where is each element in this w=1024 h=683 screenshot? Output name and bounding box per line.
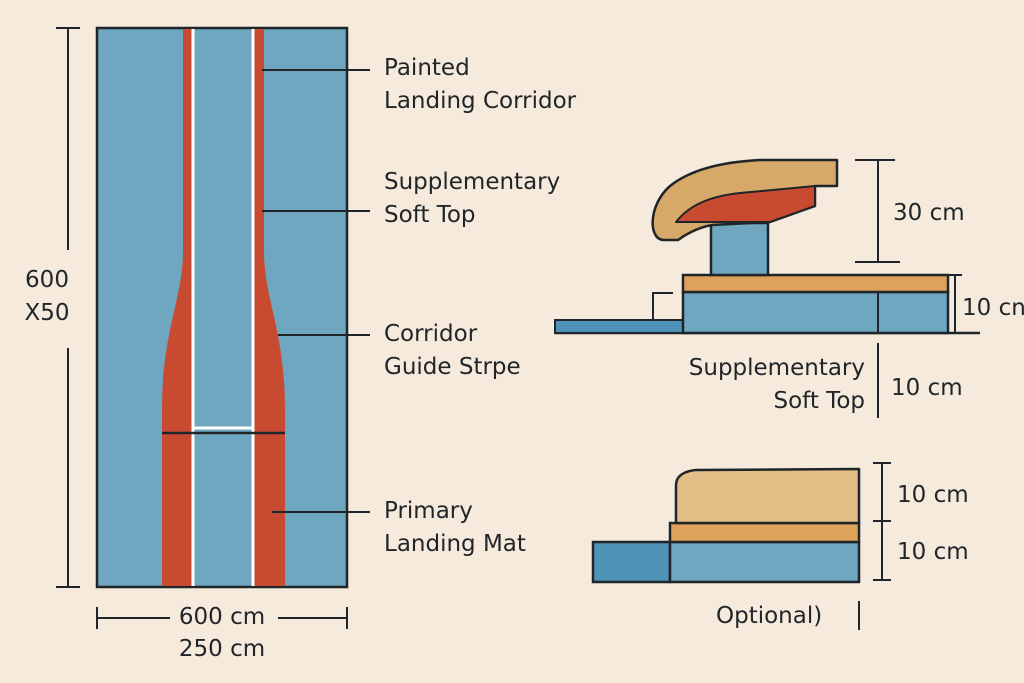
- callout-primary-landing-mat: Primary Landing Mat: [384, 495, 526, 561]
- callout-guide-stripe-line1: Corridor: [384, 321, 478, 347]
- optional-extension-mat: [591, 540, 672, 584]
- callout-corridor-guide-stripe: Corridor Guide Strpe: [384, 318, 521, 384]
- tan-layer: [681, 273, 950, 294]
- side-bottom-dim-upper: 10 cm: [897, 482, 969, 508]
- side-top-dim-lower: 10 cm: [891, 375, 963, 401]
- plan-height-secondary: X50: [24, 300, 70, 326]
- side-top-dim-middle: 10 cn: [962, 295, 1024, 321]
- corridor-guide-stripe-right: [253, 29, 285, 586]
- bottom-tan-layer: [668, 521, 861, 544]
- side-top-soft-top-label: Supplementary Soft Top: [640, 352, 865, 418]
- bottom-soft-top-pad: [674, 467, 861, 525]
- callout-painted-corridor: Painted Landing Corridor: [384, 52, 576, 118]
- side-top-dim-upper: 30 cm: [893, 200, 965, 226]
- height-dimension-line: [56, 27, 80, 588]
- pedestal: [709, 221, 770, 277]
- callout-painted-corridor-line2: Landing Corridor: [384, 88, 577, 114]
- callout-painted-corridor-line1: Painted: [384, 55, 470, 81]
- callout-primary-mat-line1: Primary: [384, 498, 473, 524]
- plan-height-label: 600 X50: [20, 264, 74, 330]
- callout-soft-top-line2: Soft Top: [384, 202, 476, 228]
- side-view-top: [554, 158, 980, 418]
- side-top-label-line2: Soft Top: [773, 388, 865, 414]
- step-bracket: [652, 292, 673, 320]
- width-dimension-line: [96, 607, 348, 629]
- soft-top-red-core: [675, 185, 816, 223]
- side-bottom-dimension-lines: [858, 462, 891, 630]
- side-top-dimension-lines: [855, 159, 962, 418]
- callout-guide-stripe-line2: Guide Strpe: [384, 354, 521, 380]
- side-view-bottom: [591, 462, 891, 630]
- floor-mat-thin: [554, 319, 684, 334]
- callout-supplementary-soft-top: Supplementary Soft Top: [384, 166, 560, 232]
- bottom-base-mat: [668, 540, 861, 584]
- plan-height-value: 600: [25, 267, 69, 293]
- callout-soft-top-line1: Supplementary: [384, 169, 561, 195]
- plan-view: [56, 26, 370, 629]
- plan-width-label-secondary: 250 cm: [178, 636, 266, 662]
- plan-width-label: 600 cm: [178, 604, 266, 630]
- callout-primary-mat-line2: Landing Mat: [384, 531, 526, 557]
- side-bottom-caption: Optional): [716, 603, 823, 629]
- side-top-label-line1: Supplementary: [688, 355, 865, 381]
- corridor-guide-stripe-left: [162, 29, 193, 586]
- primary-landing-mat: [95, 26, 349, 589]
- callout-leaders: [262, 69, 370, 513]
- base-mat: [681, 290, 950, 335]
- side-bottom-dim-lower: 10 cm: [897, 539, 969, 565]
